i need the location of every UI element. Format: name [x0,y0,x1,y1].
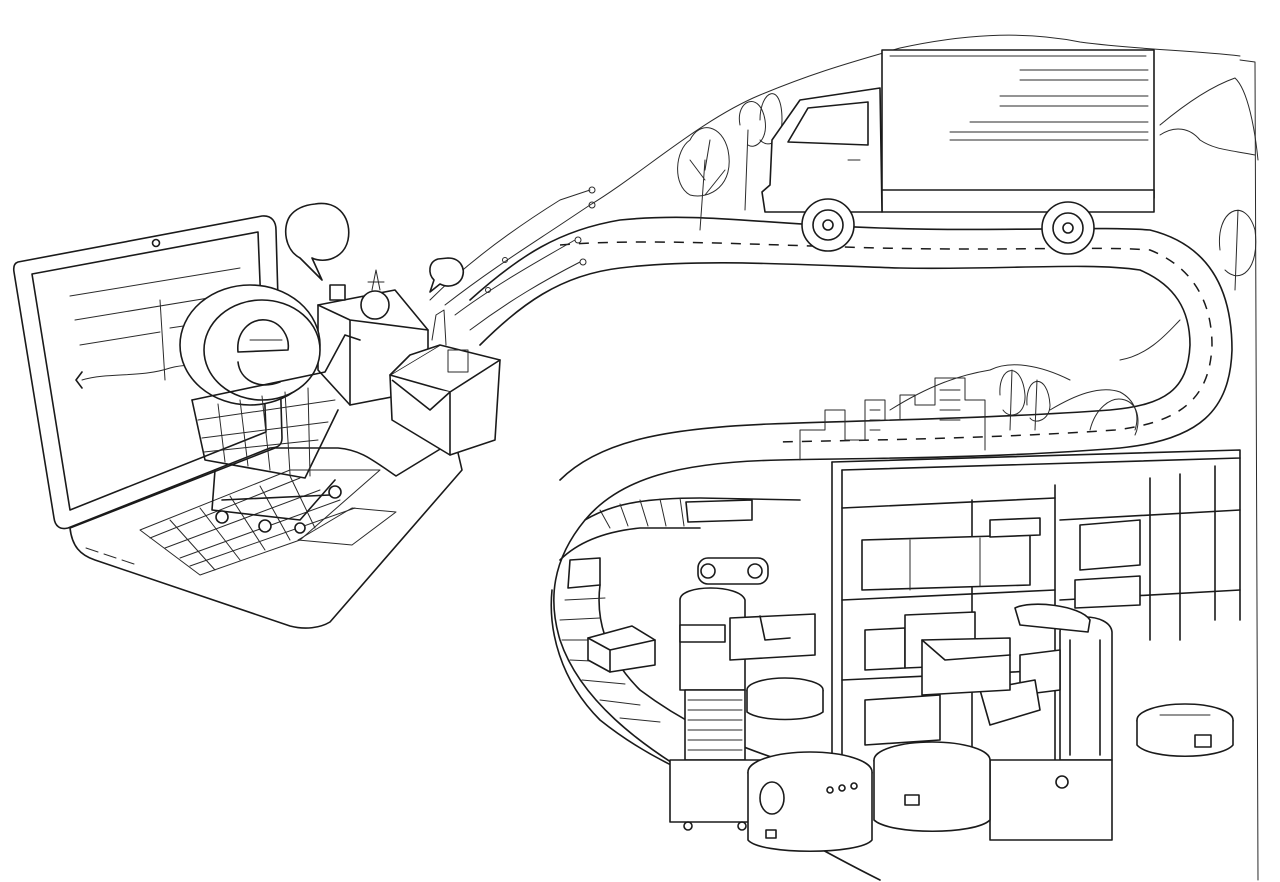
conveyor-belt [550,497,801,801]
cleaning-robots [746,677,1234,853]
round-robot-right [1136,703,1234,757]
winding-road [469,216,1233,881]
speech-bubbles [284,202,464,293]
background-hills [589,34,1259,881]
trees [677,93,1257,436]
round-robot-left [747,751,873,853]
humanoid-robot [669,557,816,831]
truck-rear-wheel [1041,201,1095,255]
round-robot-small [746,677,824,721]
round-robot-middle [873,741,991,833]
e-logo [179,284,321,406]
chevron-left-icon [75,371,83,389]
robot-arm [921,603,1113,841]
shopping-cart [191,334,361,534]
city-skyline [799,377,986,461]
truck-front-wheel [801,198,855,252]
parcel-boxes [317,269,501,456]
delivery-truck [761,49,1155,255]
